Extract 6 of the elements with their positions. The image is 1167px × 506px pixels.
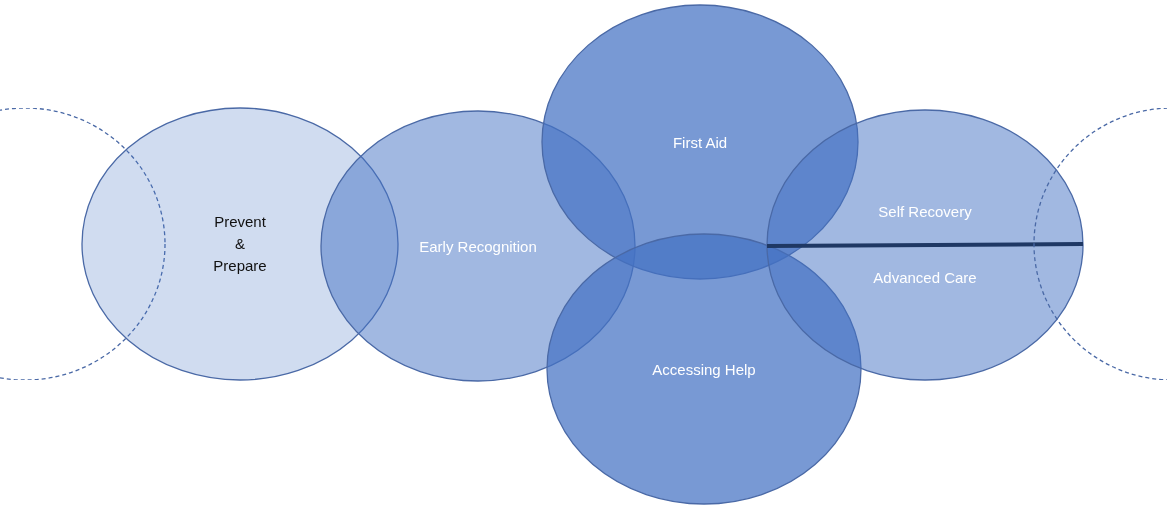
circle-label: Accessing Help: [652, 360, 756, 378]
circle-label: Early Recognition: [419, 237, 537, 255]
circle-label: Self Recovery: [878, 202, 972, 220]
circle-label: Prevent & Prepare: [212, 212, 268, 276]
circle-label: Advanced Care: [873, 268, 977, 286]
circle-label: First Aid: [672, 133, 728, 151]
